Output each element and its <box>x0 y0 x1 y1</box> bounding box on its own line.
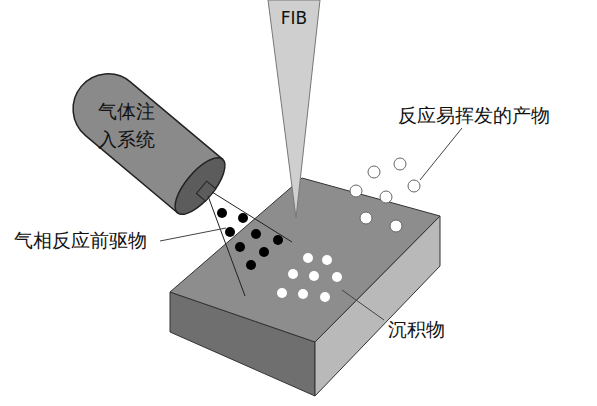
gas-injector-node: 气体注入系统 <box>98 98 155 153</box>
ion-beam <box>268 0 320 218</box>
leader-line <box>160 228 226 241</box>
volatile-dots <box>350 158 420 232</box>
spray-edge <box>212 192 292 242</box>
beam-label: FIB <box>272 6 316 31</box>
precursor-dots <box>217 208 283 270</box>
spray-edge <box>208 196 245 296</box>
callout-label: 气相反应前驱物 <box>14 229 147 252</box>
callout-label: 沉积物 <box>388 318 445 341</box>
injector-label: 气体注入系统 <box>98 98 155 153</box>
leader-line <box>420 128 462 180</box>
gas-injector <box>59 60 233 222</box>
slab-top-face <box>170 178 440 342</box>
deposit-dots <box>277 253 342 302</box>
callout-label: 反应易挥发的产物 <box>398 104 550 127</box>
leader-line <box>342 290 384 320</box>
ion-beam-node: FIB <box>272 6 316 31</box>
